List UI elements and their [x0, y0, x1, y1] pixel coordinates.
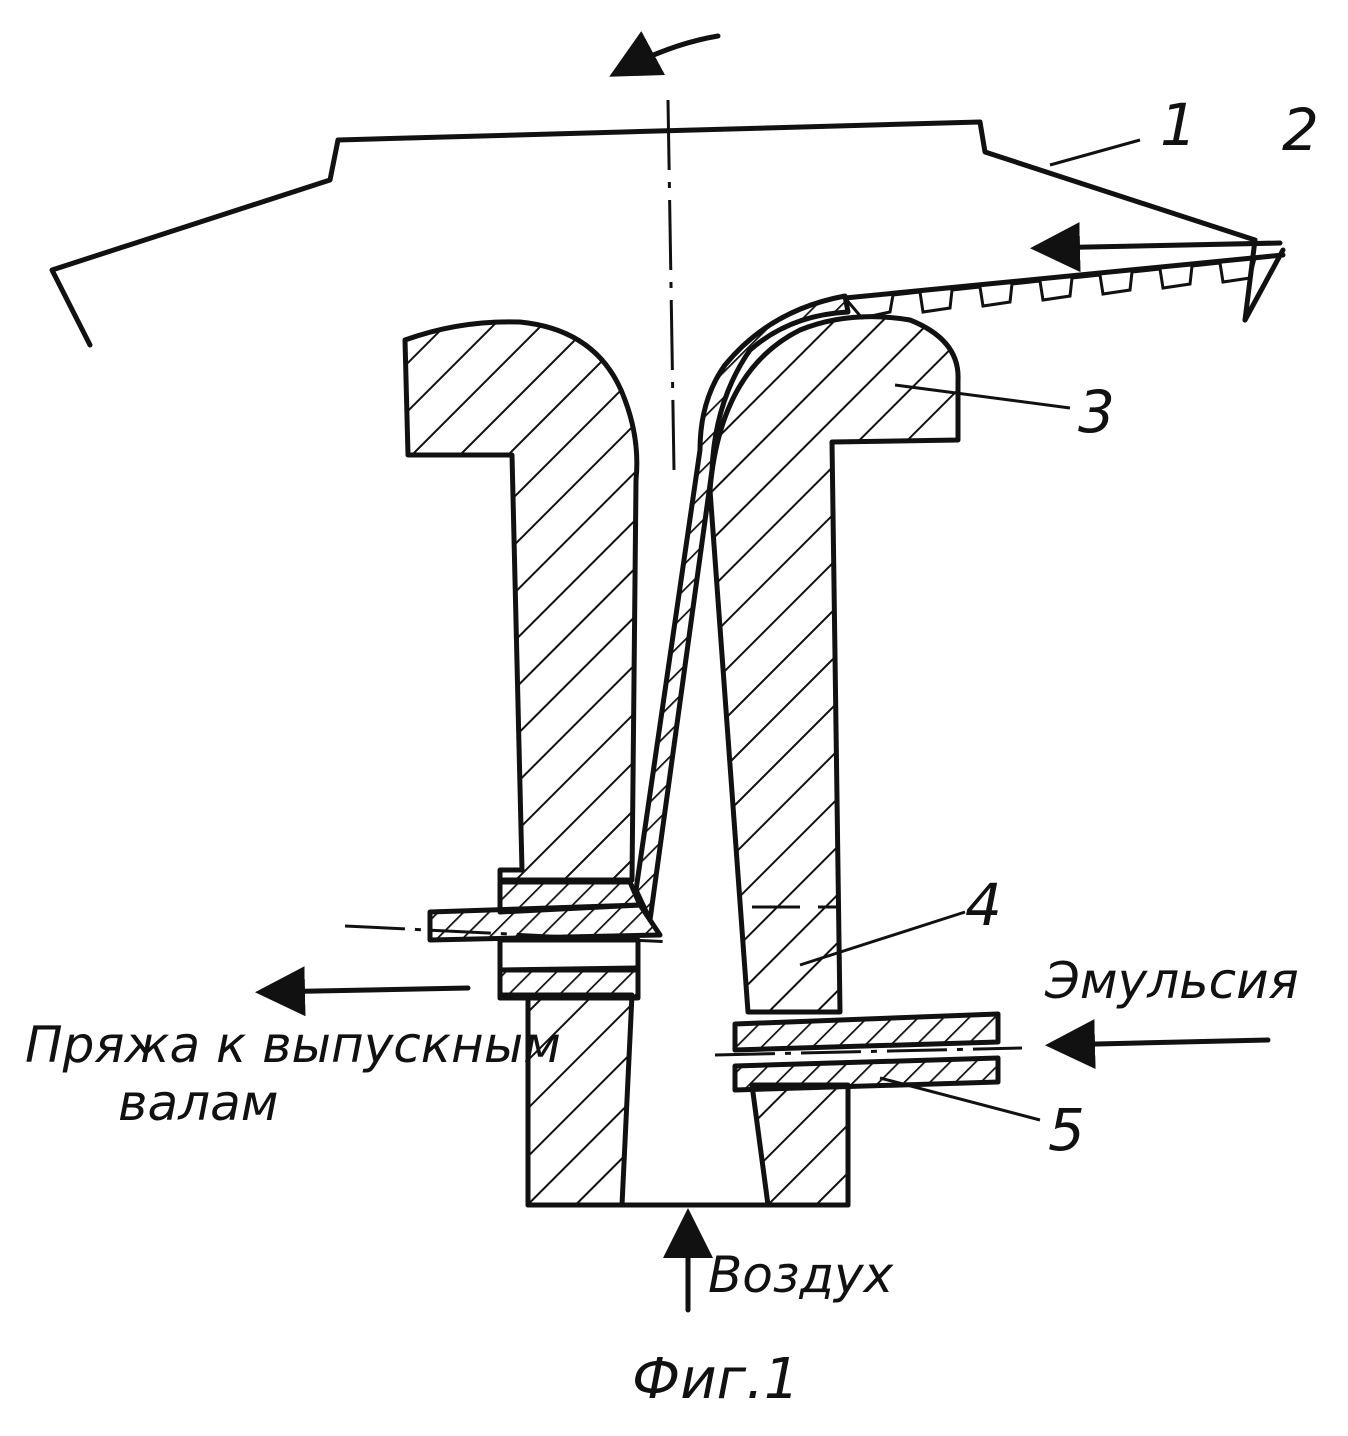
rotation-arrow [618, 36, 718, 72]
label-air: Воздух [708, 1246, 894, 1304]
rotor-cap [52, 122, 1255, 345]
fiber-flow-arrow [1040, 243, 1280, 248]
nozzle-left-wall [405, 322, 637, 880]
center-axis [668, 100, 674, 470]
collecting-surface [845, 250, 1283, 320]
yarn-outlet-collar [500, 882, 640, 912]
emulsion-arrow [1055, 1040, 1268, 1045]
emulsion-tube-bottom [735, 1058, 998, 1090]
nozzle-right-stem [752, 1085, 848, 1205]
label-yarn-line2: валам [118, 1074, 278, 1132]
label-3: 3 [1078, 378, 1115, 446]
figure-caption: Фиг.1 [632, 1347, 799, 1412]
label-2: 2 [1282, 96, 1319, 164]
yarn-outlet-bore [500, 940, 638, 970]
leader-1 [1050, 140, 1140, 165]
yarn-zigzag [845, 258, 1255, 318]
emulsion-tube-top [735, 1014, 998, 1050]
label-4: 4 [965, 871, 1002, 939]
label-5: 5 [1048, 1096, 1085, 1164]
label-1: 1 [1160, 91, 1197, 159]
yarn-arrow [265, 988, 468, 992]
label-yarn-line1: Пряжа к выпускным [25, 1016, 561, 1074]
label-emulsion: Эмульсия [1044, 952, 1299, 1010]
